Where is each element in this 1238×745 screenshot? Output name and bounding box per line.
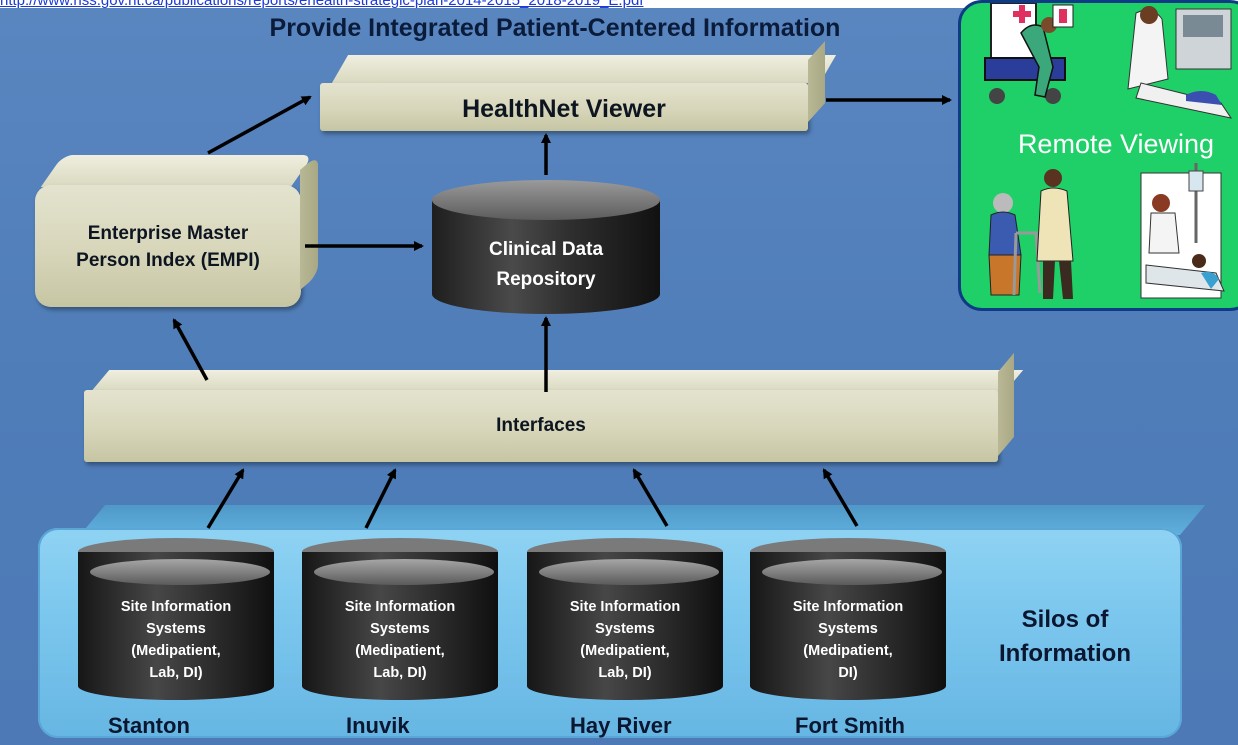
walker-clipart — [988, 169, 1074, 299]
arrow-fortsmith-to-interfaces — [822, 468, 859, 527]
site-text-line: (Medipatient, — [803, 643, 893, 659]
doctor-monitor-clipart — [1127, 6, 1233, 119]
interfaces-label: Interfaces — [496, 415, 586, 436]
site-text-line: Site Information — [344, 599, 456, 615]
site-cylinder-group — [78, 538, 946, 700]
empi-label-line-2: Person Index (EMPI) — [76, 250, 260, 271]
site-cylinder-top — [90, 559, 270, 585]
arrow-hayriver-to-interfaces — [632, 468, 669, 527]
silos-of-information-label: Silos of Information — [975, 603, 1155, 671]
site-text-line: (Medipatient, — [580, 643, 670, 659]
clinical-data-repository-cylinder — [432, 180, 660, 314]
site-name-label: Hay River — [570, 713, 672, 738]
site-text-line: Systems — [595, 621, 655, 637]
stretcher-clipart — [984, 2, 1074, 104]
diagram-title: Provide Integrated Patient-Centered Info… — [269, 14, 841, 42]
site-text-line: Lab, DI) — [598, 665, 652, 681]
remote-viewing-illustration: Remote Viewing — [984, 2, 1233, 299]
site-text-line: Systems — [370, 621, 430, 637]
remote-viewing-label: Remote Viewing — [1018, 129, 1214, 159]
site-text-line: Systems — [146, 621, 206, 637]
site-cylinder-body — [750, 552, 946, 700]
healthnet-viewer-label: HealthNet Viewer — [462, 95, 666, 123]
arrow-interfaces-to-empi — [172, 318, 209, 381]
remote-viewing-panel: Remote Viewing — [958, 0, 1238, 311]
silos-label-line-1: Silos of — [1021, 606, 1109, 633]
arrow-empi-to-viewer — [207, 95, 312, 155]
site-text-line: Lab, DI) — [373, 665, 427, 681]
site-name-label: Stanton — [108, 713, 190, 738]
site-cylinder-top — [539, 559, 719, 585]
empi-label: Enterprise Master Person Index (EMPI) — [35, 220, 301, 274]
site-cylinder-top — [314, 559, 494, 585]
cdr-label-line-1: Clinical Data — [488, 239, 604, 260]
arrow-inuvik-to-interfaces — [364, 468, 397, 529]
site-text-line: Site Information — [792, 599, 904, 615]
site-text-line: Site Information — [120, 599, 232, 615]
site-text-line: (Medipatient, — [131, 643, 221, 659]
site-name-label: Fort Smith — [795, 713, 905, 738]
hospital-bed-clipart — [1140, 163, 1225, 299]
site-text-line: (Medipatient, — [355, 643, 445, 659]
site-text-line: Lab, DI) — [149, 665, 203, 681]
silos-label-line-2: Information — [999, 640, 1131, 667]
empi-label-line-1: Enterprise Master — [87, 223, 249, 244]
site-text-line: Systems — [818, 621, 878, 637]
site-cylinder-body — [302, 552, 498, 700]
site-cylinder-body — [527, 552, 723, 700]
site-text-line: Site Information — [569, 599, 681, 615]
site-cylinder-top — [762, 559, 942, 585]
site-name-label: Inuvik — [346, 713, 410, 738]
clinical-data-repository-label: Clinical Data Repository — [432, 235, 660, 295]
arrow-stanton-to-interfaces — [206, 468, 245, 529]
cdr-label-line-2: Repository — [496, 269, 596, 290]
site-text-line: DI) — [838, 665, 858, 681]
site-cylinder-body — [78, 552, 274, 700]
top-link[interactable]: http://www.hss.gov.nt.ca/publications/re… — [0, 0, 1238, 8]
